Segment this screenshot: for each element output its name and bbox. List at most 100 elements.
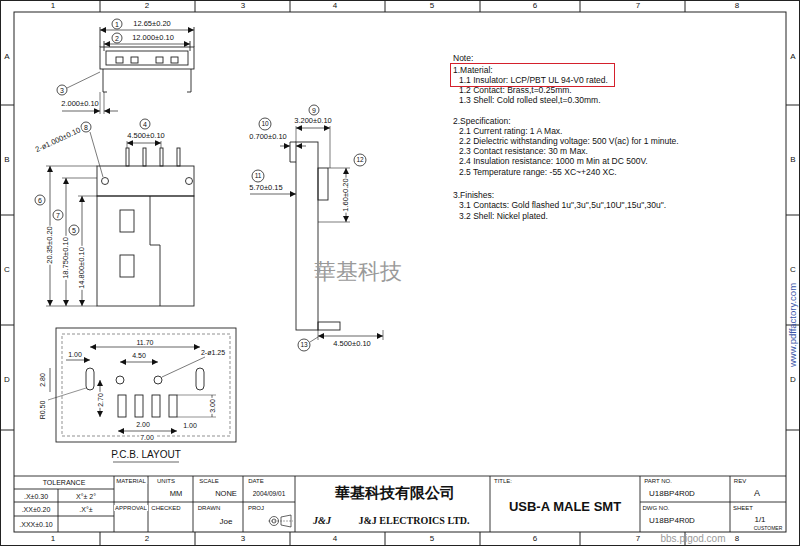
company-logo: J&J xyxy=(312,516,332,526)
dimension: 1.00 xyxy=(182,422,198,429)
front-view-part xyxy=(150,196,160,306)
front-view-part xyxy=(126,148,129,166)
callout-circles-part xyxy=(354,154,366,166)
callout-number: 6 xyxy=(37,197,43,204)
pcb-layout-part xyxy=(118,395,126,417)
zone-number: 6 xyxy=(532,2,538,10)
front-view-part xyxy=(127,143,161,144)
watermark: www.pdffactory.com xyxy=(788,282,798,368)
zone-number: 2 xyxy=(144,2,150,10)
title-cell: PART NO. xyxy=(643,478,673,484)
side-view-part xyxy=(296,126,330,168)
callout-circles-part xyxy=(35,195,45,205)
note-line: 3.1 Contacts: Gold flashed 1u",3u",5u",1… xyxy=(458,201,667,210)
callout-circles-part xyxy=(53,210,63,220)
side-view-part xyxy=(296,146,306,147)
note-line: 2.1 Current rating: 1 A Max. xyxy=(458,127,563,136)
dimension: 1.60±0.20 xyxy=(342,177,350,212)
callout-number: 4 xyxy=(142,121,148,128)
dimension: 4.500±0.10 xyxy=(332,340,371,348)
front-view-part xyxy=(102,178,109,185)
pcb-layout-part xyxy=(50,368,51,392)
zone-number: 7 xyxy=(635,535,641,543)
note-heading: Note: xyxy=(452,54,474,63)
note-line: 2.4 Insulation resistance: 1000 m Min at… xyxy=(458,157,649,166)
top-view-part xyxy=(62,111,100,112)
front-view-part xyxy=(46,166,97,306)
title-cell: 1/1 xyxy=(753,516,766,524)
title-cell: DATE xyxy=(247,478,265,484)
watermark: 華基科技 xyxy=(313,261,403,283)
zone-letter: C xyxy=(3,266,11,274)
dimension: 18.750±0.10 xyxy=(62,236,70,280)
dimension: 5.70±0.15 xyxy=(248,184,283,192)
zone-number: 1 xyxy=(50,2,56,10)
side-view-part xyxy=(318,168,328,200)
callout-number: 3 xyxy=(59,87,65,94)
top-view-part xyxy=(67,72,100,88)
callout-circles-part xyxy=(57,85,67,95)
title-cell: A xyxy=(753,489,761,498)
callout-circles-part xyxy=(309,105,319,115)
title-cell: UNITS xyxy=(156,478,176,484)
zone-number: 1 xyxy=(50,535,56,543)
side-view-part xyxy=(296,128,330,129)
side-view-part xyxy=(280,146,290,147)
top-view-part xyxy=(171,57,178,63)
note-heading: 2.Specification: xyxy=(452,117,512,126)
front-view-part xyxy=(186,178,193,185)
title-cell: .X±0.30 xyxy=(23,493,49,500)
top-view-part xyxy=(103,69,191,92)
dimension: 11.70 xyxy=(136,339,155,346)
dimension: 12.000±0.10 xyxy=(131,34,175,42)
title-cell: CHECKED xyxy=(150,505,181,511)
zone-number: 8 xyxy=(734,535,740,543)
side-view xyxy=(250,126,383,342)
projection-symbol xyxy=(268,515,293,527)
callout-circles-part xyxy=(259,118,271,130)
zone-number: 3 xyxy=(240,2,246,10)
view-title: P.C.B. LAYOUT xyxy=(110,450,182,460)
title-cell: APPROVAL xyxy=(114,505,148,511)
pcb-layout-part xyxy=(48,388,86,400)
top-view-part xyxy=(104,111,118,112)
dimension: 7.00 xyxy=(139,434,155,441)
pcb-layout-part xyxy=(162,357,205,377)
title-cell: TITLE: xyxy=(493,478,513,484)
pcb-layout-part xyxy=(120,362,158,363)
zone-number: 5 xyxy=(429,2,435,10)
dimension: 4.50 xyxy=(131,352,147,359)
front-view-part xyxy=(143,148,146,166)
title-cell: X°± 2° xyxy=(75,493,97,500)
zone-letter: D xyxy=(789,376,797,384)
zone-letter: B xyxy=(3,156,10,164)
front-view-part xyxy=(120,210,134,232)
company-name: J&J ELECTROICS LTD. xyxy=(357,516,470,526)
top-view-part xyxy=(100,47,194,69)
note-line: 2.3 Contact resistance: 30 m Max. xyxy=(458,147,589,156)
dimension: 2.000±0.10 xyxy=(60,100,99,108)
title-cell: MATERIAL xyxy=(115,478,147,484)
callout-number: 2 xyxy=(114,35,120,42)
front-view-part xyxy=(120,255,134,277)
highlight-box: 1.Material:1.1 Insulator: LCP/PBT UL 94-… xyxy=(450,63,615,87)
zone-letter: D xyxy=(3,376,11,384)
dimension: 2.80 xyxy=(39,372,46,388)
title-cell: MM xyxy=(169,490,184,498)
top-view-part xyxy=(156,57,163,63)
callout-circles-part xyxy=(252,170,264,182)
zone-number: 2 xyxy=(144,535,150,543)
callout-number: 11 xyxy=(254,173,263,180)
title-cell: SHEET xyxy=(732,505,754,511)
callout-circles-part xyxy=(298,339,310,351)
callout-circles xyxy=(35,19,366,351)
dimension: 1.00 xyxy=(67,351,83,358)
drawing-title: USB-A MALE SMT xyxy=(508,500,622,513)
zone-number: 4 xyxy=(332,535,338,543)
callout-number: 13 xyxy=(299,342,308,349)
title-cell: DRAWN xyxy=(197,505,221,511)
side-view-part xyxy=(318,336,383,337)
pcb-layout-part xyxy=(116,376,124,384)
